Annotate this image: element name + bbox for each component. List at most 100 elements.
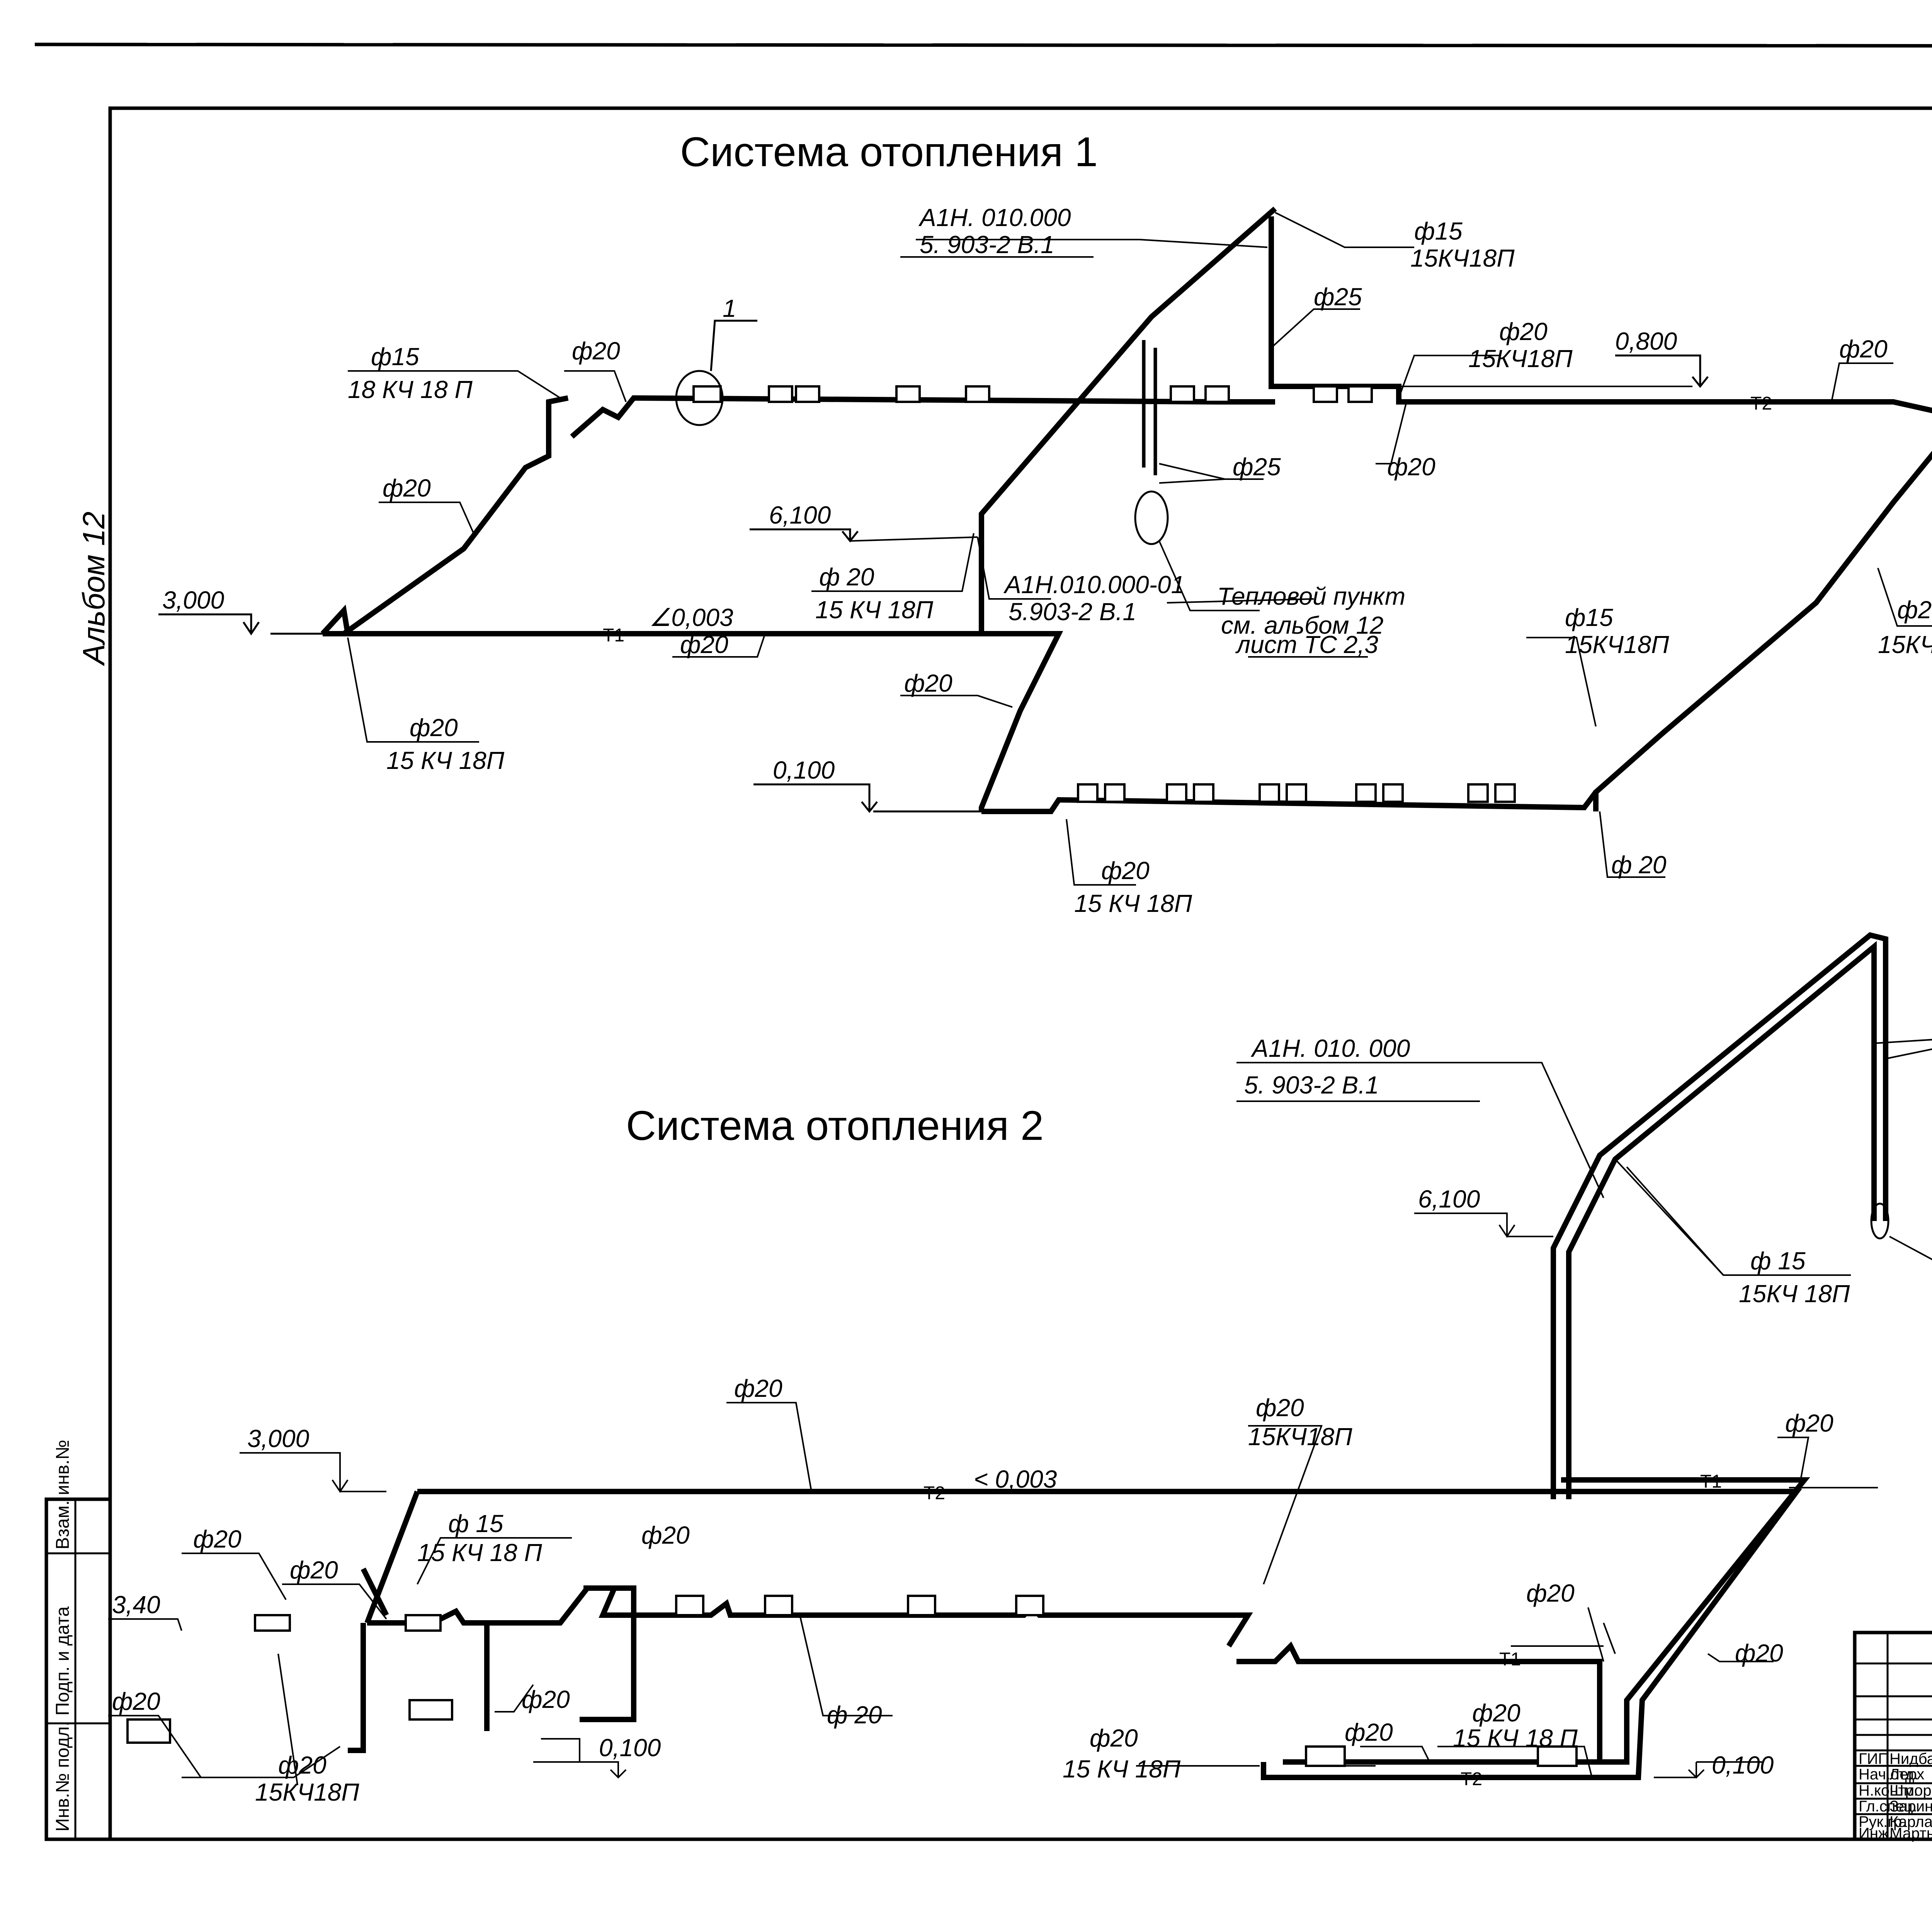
radiator [1305, 1745, 1346, 1767]
d20-label: ф20 [1090, 1724, 1138, 1752]
d20-label: ф20 [1472, 1699, 1520, 1727]
radiator [1104, 783, 1126, 803]
radiator [1259, 783, 1280, 803]
role: Рук.гр. [1859, 1813, 1906, 1830]
heat-point-sheet: лист ТС 2,3 [1235, 631, 1378, 658]
album-label: Альбом 12 [77, 512, 111, 666]
system1-title: Система отопления 1 [680, 128, 1098, 175]
fitting-code: А1Н.010.000-01 [1003, 571, 1185, 599]
elevation-label: 3,40 [112, 1591, 160, 1619]
sheet-top-edge [34, 43, 1932, 48]
d20-label: ф20 [1256, 1394, 1304, 1422]
elevation-label: 3,000 [162, 586, 224, 614]
d25-label-2: ф25 [1233, 453, 1281, 481]
fitting-code: А1Н. 010. 000 [1250, 1034, 1410, 1062]
fitting-code-sub: 5.903-2 В.1 [1009, 598, 1136, 626]
d15-label: ф15 [1565, 604, 1613, 631]
system1-elevation-marks [158, 354, 1709, 813]
person-name: Нидбальский [1889, 1750, 1932, 1767]
d20-label: ф20 [112, 1687, 160, 1715]
d20-label: ф20 [1387, 453, 1435, 481]
heat-point-label: Тепловой пункт [1217, 582, 1405, 610]
d20-label: ф20 [641, 1521, 690, 1549]
valve-label: 18 КЧ 18 П [348, 376, 473, 403]
d20-label: ф20 [1101, 857, 1150, 884]
pipe-t1-label: Т1 [1700, 1471, 1722, 1492]
d15-label: ф15 [371, 343, 419, 371]
radiator [768, 385, 793, 403]
radiator [675, 1595, 704, 1616]
person-name: Зариня [1889, 1798, 1932, 1815]
d20-label: ф20 [680, 631, 728, 658]
valve-label: 15 КЧ 18П [1063, 1755, 1181, 1783]
role: Гл.спец. [1859, 1798, 1917, 1815]
system2-radiators [126, 1595, 1578, 1767]
role: Нач.отд. [1859, 1766, 1918, 1783]
radiator [1355, 783, 1377, 803]
radiator [692, 385, 722, 403]
heat-point-ref: см. альбом 12 [1221, 611, 1384, 639]
pipe-t1-label: Т1 [603, 625, 624, 646]
left-stamp [44, 1497, 112, 1841]
radiator [408, 1699, 453, 1721]
radiator [1166, 783, 1187, 803]
d25-label: ф25 [1314, 283, 1362, 311]
leader [710, 320, 757, 371]
radiator [895, 385, 921, 403]
radiator [907, 1595, 936, 1616]
title-block [1853, 1631, 1932, 1841]
role: Инж. [1859, 1825, 1893, 1842]
pipe-t1-label: Т1 [1499, 1649, 1521, 1670]
valve-label: 15КЧ18П [1468, 345, 1573, 372]
radiator [405, 1614, 442, 1632]
a1h-sub: 5. 903-2 В.1 [920, 231, 1054, 259]
valve-label: 15 КЧ 18П [386, 747, 505, 774]
valve-label: 15КЧ18П [1248, 1423, 1352, 1451]
d20-label: ф20 [1897, 596, 1932, 624]
d20-label: ф20 [1785, 1409, 1833, 1437]
d20-label: ф20 [572, 337, 620, 365]
system1-radiators-bottom [1077, 783, 1516, 803]
elevation-label: 0,100 [773, 756, 835, 784]
radiator [1170, 385, 1195, 403]
d20-label: ф20 [522, 1685, 570, 1713]
d20-label: ф20 [410, 714, 458, 742]
d20-label: ф20 [193, 1525, 242, 1553]
slope-label: < 0,003 [974, 1465, 1057, 1493]
valve-label: 15 КЧ 18П [1074, 889, 1192, 917]
d20-valve-label: ф20 [1499, 318, 1548, 345]
radiator [1313, 385, 1338, 403]
detail-callout-circle [675, 370, 724, 426]
d20-label: ф20 [904, 669, 952, 697]
radiator [1494, 783, 1516, 803]
slope-label: ∠0,003 [649, 604, 733, 631]
pipe-t2-label: Т2 [923, 1483, 945, 1503]
elevation-label: 6,100 [1418, 1185, 1480, 1213]
d20-label: ф20 [734, 1374, 782, 1402]
radiator [1286, 783, 1307, 803]
d15-label: ф15 [1414, 217, 1463, 245]
valve-label: 15КЧ 18П [1739, 1280, 1850, 1308]
radiator [1015, 1595, 1044, 1616]
d15-label: ф 15 [448, 1510, 503, 1537]
d20-label: ф20 [290, 1556, 338, 1584]
valve-label: 15 КЧ 18 П [417, 1539, 543, 1566]
valve-label: 15КЧ18П [1410, 244, 1515, 272]
d20-label: ф20 [1345, 1718, 1393, 1746]
person-name: Шморгон [1889, 1782, 1932, 1799]
person-name: Мартынова [1889, 1825, 1932, 1842]
pipe-t2-label: Т2 [1461, 1769, 1482, 1789]
d20-label: ф 20 [827, 1701, 882, 1729]
system1-pipework [270, 206, 1932, 814]
person-name: Карлапс [1889, 1813, 1932, 1830]
elevation-label: 0,100 [599, 1734, 661, 1762]
d20-label: ф20 [383, 474, 431, 502]
radiator [1467, 783, 1489, 803]
elevation-label: 6,100 [769, 501, 831, 529]
radiator [254, 1614, 291, 1632]
role: Н.контр. [1859, 1782, 1918, 1799]
heat-point-symbol [1134, 490, 1169, 545]
stamp-replace-inv: Взам. инв.№ [53, 1440, 73, 1549]
elevation-label: 0,100 [1712, 1751, 1774, 1779]
